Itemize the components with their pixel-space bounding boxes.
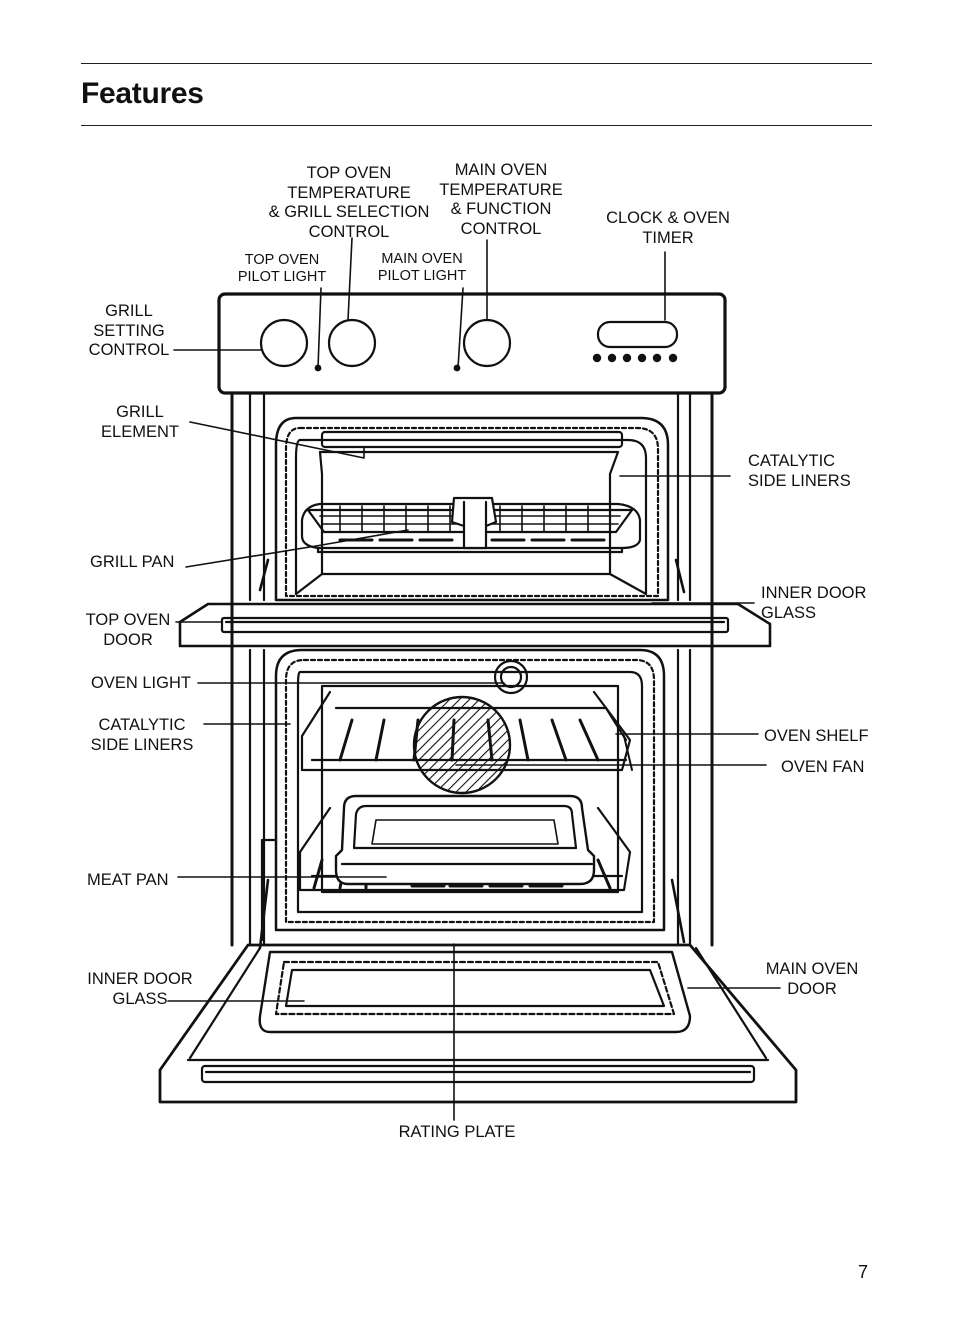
label-oven-fan: OVEN FAN — [781, 758, 865, 776]
grill-pan-shape — [300, 502, 642, 550]
top-oven-door-shape — [178, 602, 772, 648]
label-top-oven-temperature-control: TOP OVEN TEMPERATURE & GRILL SELECTION C… — [268, 164, 430, 241]
leader-lines — [167, 237, 781, 1121]
oven-shelf-shape — [300, 690, 632, 772]
main-oven-temp-knob — [462, 318, 512, 368]
page-number: 7 — [858, 1262, 869, 1282]
oven-cabinet — [230, 391, 714, 947]
label-meat-pan: MEAT PAN — [87, 871, 169, 889]
label-main-oven-temperature-control: MAIN OVEN TEMPERATURE & FUNCTION CONTROL — [439, 161, 563, 238]
label-oven-light: OVEN LIGHT — [91, 674, 191, 692]
label-grill-element: GRILL ELEMENT — [101, 403, 179, 441]
oven-fan-shape — [412, 695, 512, 795]
header-rule-bottom — [81, 125, 872, 126]
label-inner-door-glass-top: INNER DOOR GLASS — [761, 584, 867, 622]
main-oven-door-shape — [158, 943, 798, 1104]
label-catalytic-side-liners-main: CATALYTIC SIDE LINERS — [90, 716, 194, 754]
meat-pan-shape — [334, 794, 596, 886]
label-oven-shelf: OVEN SHELF — [764, 727, 869, 745]
label-grill-pan: GRILL PAN — [90, 553, 175, 571]
oven-light-shape — [493, 659, 529, 695]
label-catalytic-side-liners-top: CATALYTIC SIDE LINERS — [748, 452, 851, 490]
grill-setting-knob — [259, 318, 309, 368]
label-main-oven-door: MAIN OVEN DOOR — [765, 960, 859, 998]
control-panel — [217, 292, 727, 395]
timer-buttons — [592, 353, 678, 363]
top-oven-temp-knob — [327, 318, 377, 368]
label-top-oven-door: TOP OVEN DOOR — [85, 611, 171, 649]
header-rule-top — [81, 63, 872, 64]
label-inner-door-glass-main: INNER DOOR GLASS — [87, 970, 193, 1008]
main-oven-pilot-light-dot — [453, 364, 461, 372]
label-clock-oven-timer: CLOCK & OVEN TIMER — [606, 209, 730, 247]
label-rating-plate: RATING PLATE — [398, 1123, 516, 1141]
clock-display — [596, 320, 679, 349]
page-title: Features — [81, 77, 204, 110]
label-grill-setting-control: GRILL SETTING CONTROL — [88, 302, 170, 359]
top-oven-cavity — [258, 416, 686, 602]
label-main-oven-pilot-light: MAIN OVEN PILOT LIGHT — [377, 251, 467, 284]
label-top-oven-pilot-light: TOP OVEN PILOT LIGHT — [237, 252, 327, 285]
main-oven-cavity — [258, 648, 686, 950]
grill-element-bar — [320, 430, 624, 449]
